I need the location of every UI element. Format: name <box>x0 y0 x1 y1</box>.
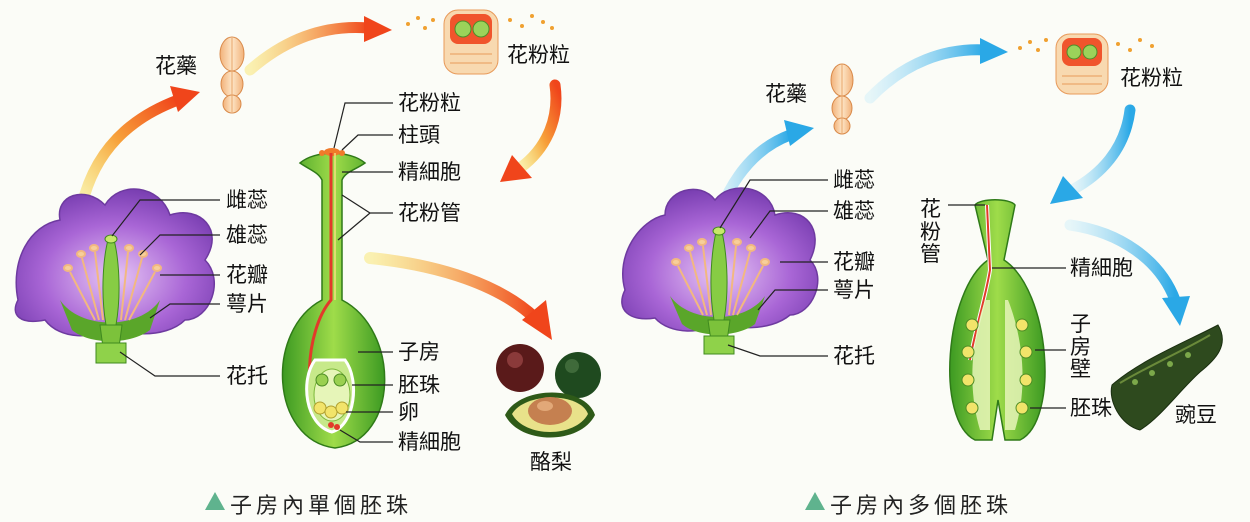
arrow-pistil-to-fruit-right-head <box>1162 296 1190 326</box>
label-sperm-bottom-left: 精細胞 <box>398 430 461 454</box>
label-anther-right: 花藥 <box>765 82 807 106</box>
flower-illustration-left <box>14 188 215 364</box>
label-avocado: 酪梨 <box>530 450 572 474</box>
pistil-multiple-ovules <box>949 199 1046 441</box>
label-pollen-tube-right-char-2: 粉 <box>920 219 941 244</box>
label-egg-left: 卵 <box>398 400 419 424</box>
label-sepal-left: 萼片 <box>226 292 268 316</box>
label-pollen-tube-right-char-3: 管 <box>920 242 941 267</box>
arrow-anther-to-pollen-left <box>244 22 374 76</box>
label-ovule-left: 胚珠 <box>398 373 440 397</box>
pistil-longitudinal-section-left <box>281 148 386 449</box>
label-pollen-grain-pistil-left: 花粉粒 <box>398 91 461 115</box>
label-ovary-left: 子房 <box>398 340 440 364</box>
caption-left: 子房內單個胚珠 <box>230 494 413 519</box>
label-petal-right: 花瓣 <box>833 250 875 274</box>
label-ovary-wall-right-char-1: 子 <box>1070 312 1091 336</box>
pollen-illustration-right <box>1018 33 1154 95</box>
label-ovary-wall-right-char-2: 房 <box>1070 334 1091 359</box>
right-panel <box>621 33 1223 441</box>
left-panel <box>14 9 601 449</box>
leader-lines-pistil-left <box>333 102 393 443</box>
label-ovary-wall-right-char-3: 壁 <box>1070 357 1091 382</box>
leader-lines-pistil-right <box>948 204 1066 409</box>
label-pollen-grain-top-left: 花粉粒 <box>507 43 570 67</box>
label-pea: 豌豆 <box>1175 403 1217 427</box>
label-pollen-tube-left: 花粉管 <box>398 201 461 225</box>
anther-illustration-right <box>830 63 854 135</box>
arrow-pistil-to-fruit-left-head <box>522 300 552 340</box>
label-anther-left: 花藥 <box>155 54 197 78</box>
label-pollen-grain-top-right: 花粉粒 <box>1120 66 1183 90</box>
arrow-pollen-to-pistil-left-head <box>500 155 532 182</box>
arrow-anther-to-pollen-right-head <box>980 38 1008 64</box>
label-stigma-left: 柱頭 <box>398 123 440 147</box>
arrow-anther-to-pollen-right <box>864 44 991 104</box>
arrow-pollen-to-pistil-right-head <box>1050 176 1083 204</box>
label-ovule-right: 胚珠 <box>1070 396 1112 420</box>
arrow-flower-to-anther-left <box>76 94 184 211</box>
label-receptacle-left: 花托 <box>226 364 268 388</box>
arrow-anther-to-pollen-left-head <box>364 16 392 42</box>
leader-lines-flower-left <box>111 199 220 377</box>
label-stamen-left: 雄蕊 <box>226 223 268 247</box>
label-pistil-left: 雌蕊 <box>226 188 268 212</box>
label-petal-left: 花瓣 <box>226 263 268 287</box>
label-receptacle-right: 花托 <box>833 344 875 368</box>
label-ovary-wall-right: 子 房 壁 <box>1070 313 1094 381</box>
arrow-pollen-to-pistil-right <box>1066 104 1136 196</box>
anther-illustration-left <box>219 36 245 114</box>
label-stamen-right: 雄蕊 <box>833 199 875 223</box>
arrow-pollen-to-pistil-left <box>514 79 562 174</box>
label-pistil-right: 雌蕊 <box>833 168 875 192</box>
flower-illustration-right <box>621 187 819 355</box>
caption-right: 子房內多個胚珠 <box>830 494 1013 519</box>
caption-triangle-left <box>205 492 225 510</box>
pea-pod-illustration <box>1110 324 1223 431</box>
arrow-pistil-to-fruit-right <box>1064 219 1181 306</box>
caption-triangle-right <box>805 492 825 510</box>
label-sepal-right: 萼片 <box>833 278 875 302</box>
arrow-flower-to-anther-right-head <box>784 120 814 146</box>
avocado-illustration <box>496 344 601 438</box>
arrow-pistil-to-fruit-left <box>364 252 541 324</box>
pollen-illustration-left <box>406 9 554 75</box>
label-sperm-right: 精細胞 <box>1070 256 1133 280</box>
label-pollen-tube-right: 花 粉 管 <box>920 198 944 266</box>
leader-lines-flower-right <box>719 179 828 357</box>
label-pollen-tube-right-char-1: 花 <box>920 197 941 221</box>
arrow-flower-to-anther-left-head <box>170 86 200 112</box>
label-sperm-top-left: 精細胞 <box>398 160 461 184</box>
